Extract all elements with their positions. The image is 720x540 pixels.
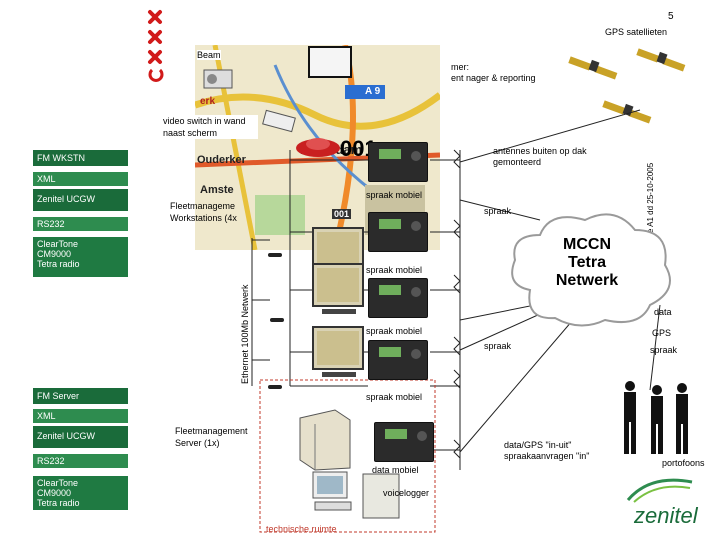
gps-satellites-label: GPS satellieten xyxy=(605,27,668,37)
radio-line-2: CM9000 xyxy=(37,488,72,498)
spraak-mobiel-label-1: spraak mobiel xyxy=(366,190,423,200)
tetra-radio-1 xyxy=(368,142,428,182)
map-place-label-2: Ouderker xyxy=(197,154,246,166)
top-stack: FM WKSTN XML Zenitel UCGW RS232 ClearTon… xyxy=(33,150,128,277)
radio-line-1: ClearTone xyxy=(37,478,79,488)
cloud-line-2: Tetra xyxy=(568,254,606,271)
gps-label: GPS xyxy=(652,328,672,338)
portofoons-label: portofoons xyxy=(662,458,705,468)
data-gps-label: data/GPS "in-uit" spraakaanvragen "in" xyxy=(504,440,590,461)
fleet-server-label: Fleetmanagement Server (1x) xyxy=(175,426,248,448)
manager-label-2: ent nager & reporting xyxy=(451,73,536,83)
car-icon xyxy=(296,138,340,157)
tetra-radio-box-bottom: ClearTone CM9000 Tetra radio xyxy=(33,476,128,510)
voicelogger-pc-icon xyxy=(312,471,400,519)
handset-icon-2 xyxy=(270,318,284,322)
map-place-label: erk xyxy=(200,96,216,107)
voicelogger-label: voicelogger xyxy=(383,488,430,498)
monitor-stand-2 xyxy=(322,309,356,314)
map-vehicle-number-small: 001 xyxy=(332,209,352,219)
map-vehicle-number: 001 xyxy=(340,136,377,161)
data-label: data xyxy=(654,307,672,317)
radio-line-2: CM9000 xyxy=(37,249,72,259)
zenitel-logo-text: zenitel xyxy=(634,503,698,528)
zenitel-ucgw-box-top: Zenitel UCGW xyxy=(33,189,128,211)
xml-box-bottom: XML xyxy=(33,409,128,423)
portofoon-users-icon xyxy=(624,381,688,454)
beamer-label: Beam xyxy=(197,50,221,60)
red-x-marks xyxy=(148,10,164,82)
technical-room-label: technische ruimte xyxy=(266,524,337,534)
spraak-mobiel-label-3: spraak mobiel xyxy=(366,326,423,336)
data-mobiel-label: data mobiel xyxy=(372,465,419,475)
antenna-icons xyxy=(453,149,461,459)
xml-box-top: XML xyxy=(33,172,128,186)
radio-line-3: Tetra radio xyxy=(37,498,80,508)
map-road-label: A 9 xyxy=(365,86,381,97)
monitor-stand-3 xyxy=(322,372,356,377)
bottom-stack: FM Server XML Zenitel UCGW RS232 ClearTo… xyxy=(33,388,128,510)
rs232-box-bottom: RS232 xyxy=(33,454,128,468)
handset-icon-1 xyxy=(268,253,282,257)
wall-screen-icon xyxy=(308,46,352,78)
radio-line-1: ClearTone xyxy=(37,239,79,249)
spraak-label-2: spraak xyxy=(484,341,512,351)
tetra-radio-3 xyxy=(368,278,428,318)
tetra-radio-box-top: ClearTone CM9000 Tetra radio xyxy=(33,237,128,277)
satellites-icon xyxy=(568,48,686,124)
spraak-label-3: spraak xyxy=(650,345,678,355)
rs232-box-top: RS232 xyxy=(33,217,128,231)
manager-label-1: mer: xyxy=(451,62,469,72)
fm-wkstn-box: FM WKSTN xyxy=(33,150,128,166)
spraak-mobiel-label-2: spraak mobiel xyxy=(366,265,423,275)
projector-icon xyxy=(203,69,233,89)
fleet-workstations-label: Fleetmanageme Workstations (4x xyxy=(170,201,237,223)
fm-server-box: FM Server xyxy=(33,388,128,404)
cloud-line-1: MCCN xyxy=(563,236,611,253)
antennas-label: antennes buiten op dak gemonteerd xyxy=(493,146,587,167)
video-switch-label: video switch in wand naast scherm xyxy=(163,115,258,139)
workstation-monitor-3 xyxy=(312,326,364,370)
tetra-radio-4 xyxy=(368,340,428,380)
spraak-label-1: spraak xyxy=(484,206,512,216)
tetra-radio-data xyxy=(374,422,434,462)
zenitel-logo-swoosh xyxy=(626,478,693,503)
zenitel-ucgw-box-bottom: Zenitel UCGW xyxy=(33,426,128,448)
server-icon xyxy=(299,409,351,471)
map-place-label-3: Amste xyxy=(200,184,234,196)
technical-room-border xyxy=(259,379,436,533)
tetra-network-cloud xyxy=(511,213,671,327)
spraak-mobiel-label-4: spraak mobiel xyxy=(366,392,423,402)
handset-icon-3 xyxy=(268,385,282,389)
workstation-monitor-2 xyxy=(312,263,364,307)
cloud-line-3: Netwerk xyxy=(555,272,619,289)
tetra-radio-2 xyxy=(368,212,428,252)
video-switch-icon xyxy=(262,109,296,133)
slide-number: 5 xyxy=(668,11,674,22)
radio-line-3: Tetra radio xyxy=(37,259,80,269)
swirl-icon xyxy=(148,68,164,82)
